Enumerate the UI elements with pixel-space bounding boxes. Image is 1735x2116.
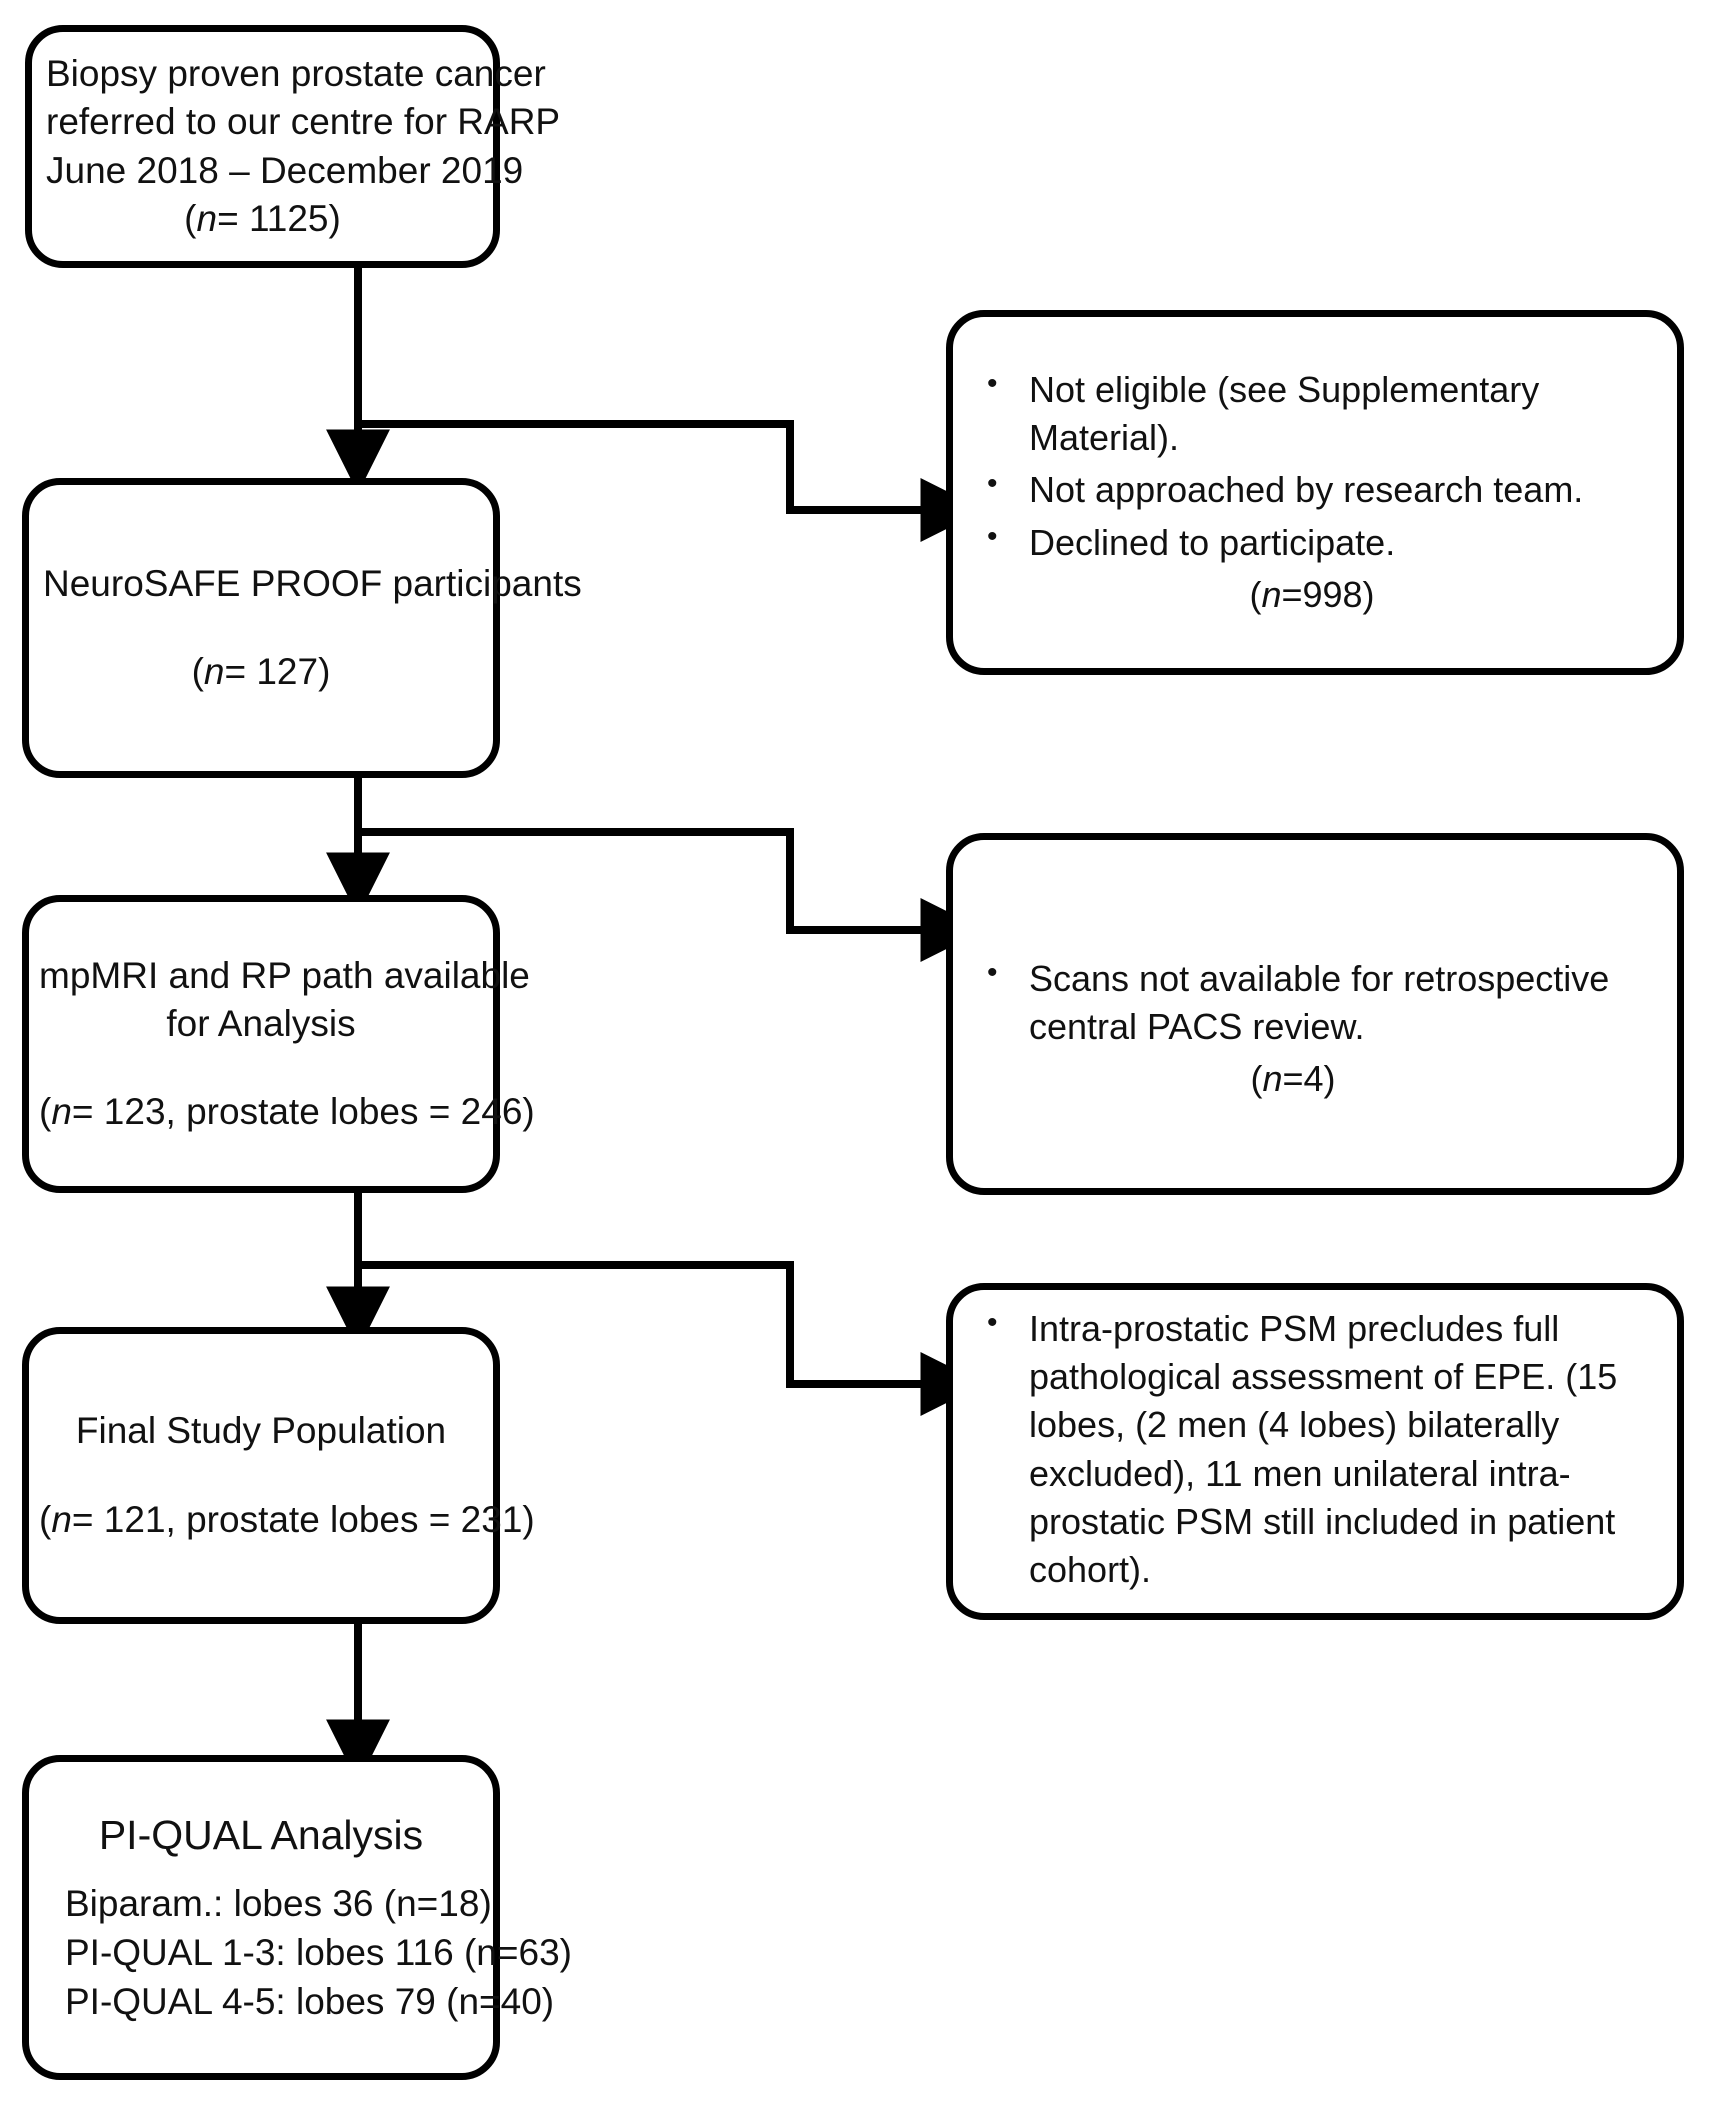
final-population-spacer (39, 1456, 483, 1496)
participants-n-symbol: n (203, 651, 225, 692)
cohort-line-3: June 2018 – December 2019 (46, 149, 524, 191)
participants-spacer (43, 608, 479, 648)
cohort-box: Biopsy proven prostate cancer referred t… (25, 25, 561, 268)
exclusion-scans-box: Scans not available for retrospective ce… (946, 833, 1684, 1195)
participants-n-prefix: ( (191, 651, 204, 692)
piqual-box: PI-QUAL Analysis Biparam.: lobes 36 (n=1… (22, 1755, 572, 2080)
exclusion-psm-content: Intra-prostatic PSM precludes full patho… (953, 1303, 1677, 1598)
cohort-n-line: (n= 1125) (46, 195, 479, 243)
exclusion-psm-box: Intra-prostatic PSM precludes full patho… (946, 1283, 1684, 1620)
mri-path-line-2: for Analysis (166, 1002, 356, 1044)
list-item: Intra-prostatic PSM precludes full patho… (973, 1303, 1651, 1594)
exclusion-scans-n-value: =4) (1282, 1058, 1336, 1100)
exclusion-psm-bullet-list: Intra-prostatic PSM precludes full patho… (973, 1303, 1651, 1594)
participants-box: NeuroSAFE PROOF participants (n= 127) (22, 478, 582, 778)
final-population-n-line: (n= 121, prostate lobes = 231) (39, 1496, 535, 1544)
exclusion-scans-n-prefix: ( (1250, 1058, 1263, 1100)
list-item: Scans not available for retrospective ce… (973, 953, 1629, 1051)
mri-path-n-symbol: n (51, 1091, 72, 1133)
list-item: Declined to participate. (973, 517, 1651, 567)
exclusion-screening-n-line: (n=998) (973, 571, 1651, 619)
mri-path-spacer (39, 1048, 483, 1088)
exclusion-screening-bullet-list: Not eligible (see Supplementary Material… (973, 364, 1651, 567)
participants-line-1: NeuroSAFE PROOF participants (43, 562, 582, 604)
mri-path-box: mpMRI and RP path available for Analysis… (22, 895, 535, 1193)
final-population-n-value: = 121, prostate lobes = 231) (71, 1498, 535, 1540)
mri-path-line-1: mpMRI and RP path available (39, 954, 530, 996)
piqual-row-biparam: Biparam.: lobes 36 (n=18) (65, 1882, 492, 1924)
participants-n-line: (n= 127) (43, 648, 479, 696)
cohort-n-symbol: n (196, 197, 218, 239)
list-item: Not approached by research team. (973, 464, 1651, 514)
exclusion-scans-content: Scans not available for retrospective ce… (953, 953, 1655, 1104)
cohort-line-1: Biopsy proven prostate cancer (46, 53, 546, 95)
cohort-n-value: = 1125) (217, 197, 341, 239)
piqual-row-4-5: PI-QUAL 4-5: lobes 79 (n=40) (65, 1980, 555, 2022)
final-population-n-symbol: n (51, 1498, 72, 1540)
list-item: Not eligible (see Supplementary Material… (973, 364, 1651, 462)
final-population-n-prefix: ( (39, 1498, 52, 1540)
cohort-n-prefix: ( (184, 197, 197, 239)
exclusion-screening-box: Not eligible (see Supplementary Material… (946, 310, 1684, 675)
exclusion-scans-n-symbol: n (1262, 1058, 1283, 1100)
exclusion-screening-n-value: =998) (1281, 573, 1375, 615)
mri-path-n-prefix: ( (39, 1091, 52, 1133)
mri-path-n-line: (n= 123, prostate lobes = 246) (39, 1088, 535, 1136)
final-population-box: Final Study Population (n= 121, prostate… (22, 1327, 535, 1624)
piqual-row-1-3: PI-QUAL 1-3: lobes 116 (n=63) (65, 1931, 572, 1973)
mri-path-n-value: = 123, prostate lobes = 246) (71, 1091, 535, 1133)
piqual-breakdown-list: Biparam.: lobes 36 (n=18) PI-QUAL 1-3: l… (37, 1880, 572, 2026)
participants-n-value: = 127) (224, 651, 331, 692)
exclusion-scans-bullet-list: Scans not available for retrospective ce… (973, 953, 1629, 1051)
exclusion-screening-n-symbol: n (1261, 573, 1282, 615)
cohort-line-2: referred to our centre for RARP (46, 101, 561, 143)
exclusion-scans-n-line: (n=4) (973, 1055, 1613, 1103)
exclusion-screening-content: Not eligible (see Supplementary Material… (953, 364, 1677, 619)
exclusion-screening-n-prefix: ( (1249, 573, 1262, 615)
final-population-line-1: Final Study Population (75, 1410, 447, 1452)
piqual-title: PI-QUAL Analysis (98, 1811, 424, 1858)
